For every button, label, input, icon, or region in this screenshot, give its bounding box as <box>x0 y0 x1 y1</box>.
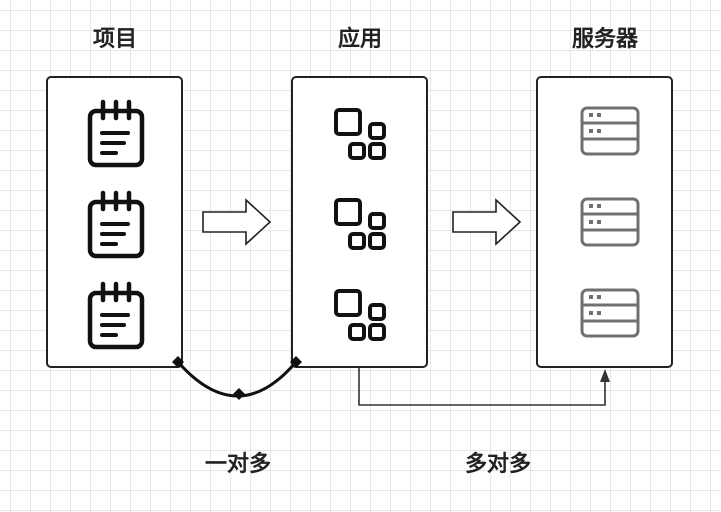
connector-diamond <box>233 388 245 400</box>
column-title-project: 项目 <box>93 27 137 52</box>
connector-arrowhead <box>600 369 610 382</box>
column-title-server: 服务器 <box>572 27 639 52</box>
connector-diamond <box>172 356 184 368</box>
flow-arrow-icon <box>202 198 272 246</box>
flow-arrow-icon <box>452 198 522 246</box>
connector-diamond <box>290 356 302 368</box>
app-server-connector <box>358 367 606 406</box>
relation-label-many-to-many: 多对多 <box>465 451 531 477</box>
server-container <box>536 76 673 368</box>
relation-label-one-to-many: 一对多 <box>205 451 271 477</box>
column-title-app: 应用 <box>338 26 382 52</box>
